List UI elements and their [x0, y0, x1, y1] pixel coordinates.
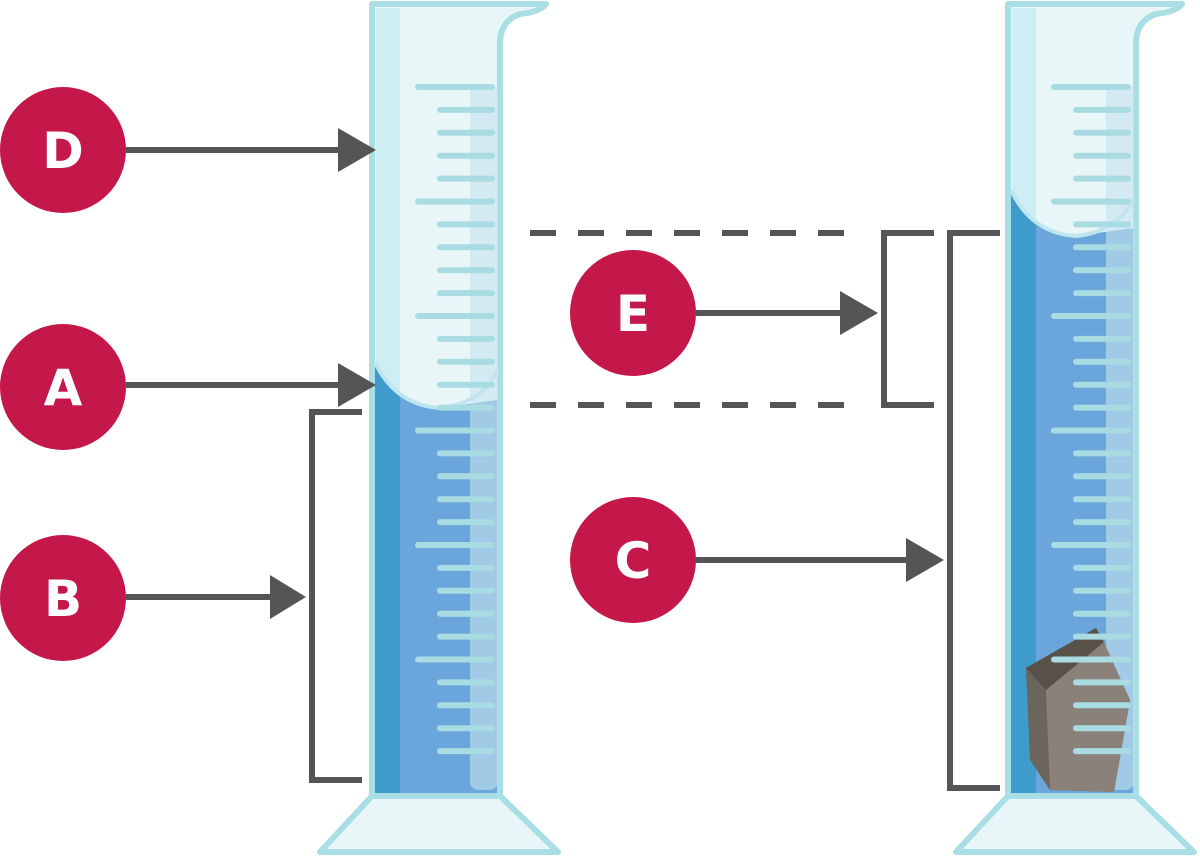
label-b: B	[44, 570, 82, 628]
badge-e-circle	[570, 250, 696, 376]
arrowheads	[270, 128, 944, 619]
left-graduation-ticks	[415, 84, 495, 755]
badge-a: A	[0, 324, 126, 450]
label-d: D	[42, 122, 84, 180]
badge-d-circle	[0, 87, 126, 213]
left-water-shade	[375, 362, 400, 793]
badge-e: E	[570, 250, 696, 376]
bracket-e	[881, 230, 934, 408]
arrowhead-d	[338, 128, 376, 172]
right-graduated-cylinder	[953, 1, 1197, 855]
left-graduated-cylinder	[317, 1, 561, 855]
badge-c-circle	[570, 497, 696, 623]
arrowhead-a	[338, 363, 376, 407]
badge-c: C	[570, 497, 696, 623]
bracket-c	[947, 230, 1000, 791]
arrowhead-c	[906, 538, 944, 582]
right-cylinder-base	[953, 793, 1197, 855]
label-c: C	[615, 532, 652, 590]
right-graduation-ticks	[1051, 84, 1131, 755]
right-water-shade	[1011, 190, 1036, 793]
label-e: E	[616, 285, 650, 343]
arrowhead-e	[840, 291, 878, 335]
badge-a-circle	[0, 324, 126, 450]
badge-b: B	[0, 535, 126, 661]
label-a: A	[44, 359, 83, 417]
badge-d: D	[0, 87, 126, 213]
badge-b-circle	[0, 535, 126, 661]
annotation-lines	[126, 147, 1000, 791]
bracket-b	[309, 409, 362, 783]
arrowhead-b	[270, 575, 306, 619]
left-cylinder-base	[317, 793, 561, 855]
